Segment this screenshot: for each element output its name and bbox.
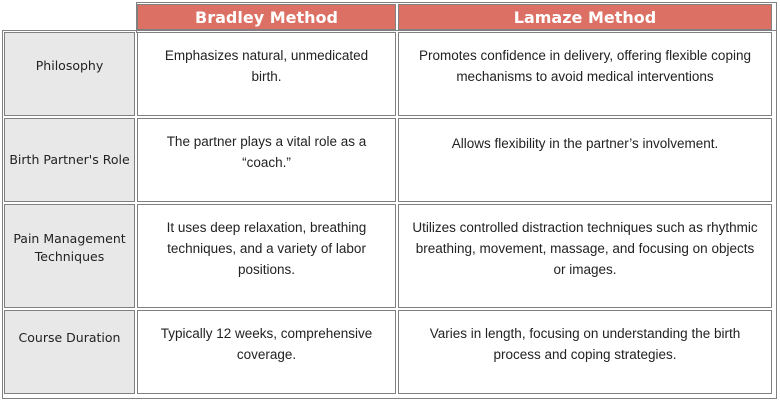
row-label-text: Pain Management Techniques [13,231,126,264]
corner-cell [4,4,135,30]
lamaze-cell-text: Varies in length, focusing on understand… [429,326,741,362]
column-header-bradley: Bradley Method [137,4,396,30]
bradley-cell: Typically 12 weeks, comprehensive covera… [137,310,396,394]
row-label: Birth Partner's Role [4,118,135,202]
bradley-cell-text: Emphasizes natural, unmedicated birth. [164,48,369,84]
lamaze-cell: Allows flexibility in the partner’s invo… [398,118,772,202]
table-row: Pain Management Techniques It uses deep … [4,204,772,308]
row-label-text: Course Duration [18,330,121,345]
lamaze-cell: Promotes confidence in delivery, offerin… [398,32,772,116]
table-row: Philosophy Emphasizes natural, unmedicat… [4,32,772,116]
lamaze-cell-text: Utilizes controlled distraction techniqu… [412,219,758,277]
table-row: Course Duration Typically 12 weeks, comp… [4,310,772,394]
row-label: Course Duration [4,310,135,394]
row-label: Pain Management Techniques [4,204,135,308]
lamaze-cell: Varies in length, focusing on understand… [398,310,772,394]
column-header-lamaze: Lamaze Method [398,4,772,30]
header-row: Bradley Method Lamaze Method [4,4,772,30]
bradley-cell-text: It uses deep relaxation, breathing techn… [166,219,367,277]
bradley-cell: The partner plays a vital role as a “coa… [137,118,396,202]
bradley-cell: Emphasizes natural, unmedicated birth. [137,32,396,116]
lamaze-cell: Utilizes controlled distraction techniqu… [398,204,772,308]
lamaze-cell-text: Promotes confidence in delivery, offerin… [419,48,751,84]
row-label-text: Birth Partner's Role [9,152,130,167]
comparison-table: Bradley Method Lamaze Method Philosophy … [2,2,774,396]
bradley-cell: It uses deep relaxation, breathing techn… [137,204,396,308]
row-label: Philosophy [4,32,135,116]
table-row: Birth Partner's Role The partner plays a… [4,118,772,202]
row-label-text: Philosophy [35,58,104,73]
bradley-cell-text: Typically 12 weeks, comprehensive covera… [160,326,373,362]
bradley-cell-text: The partner plays a vital role as a “coa… [166,134,367,170]
lamaze-cell-text: Allows flexibility in the partner’s invo… [451,135,719,151]
